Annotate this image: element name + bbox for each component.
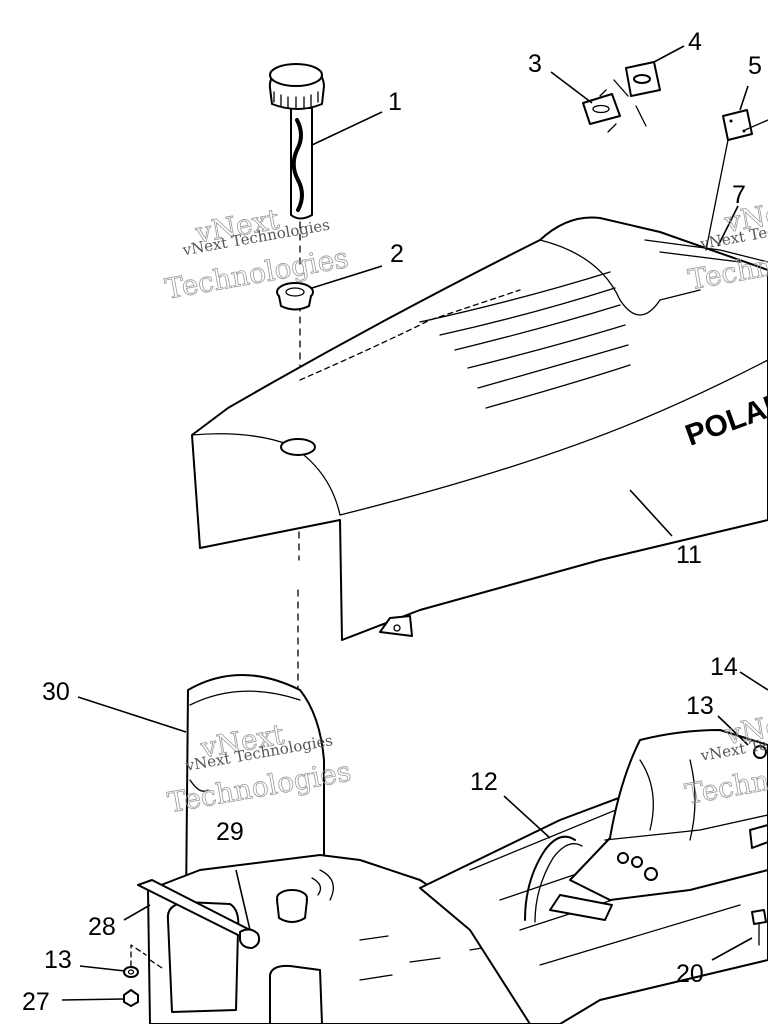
watermark-right-top: vNext vNext Technologies Technologies bbox=[685, 192, 768, 297]
washer-13 bbox=[123, 966, 139, 978]
decal-plate-3 bbox=[582, 93, 621, 125]
callout-12: 12 bbox=[470, 768, 498, 796]
callout-30: 30 bbox=[42, 678, 70, 706]
leader-lines bbox=[61, 45, 768, 1001]
callout-4: 4 bbox=[688, 28, 702, 56]
callout-20: 20 bbox=[676, 960, 704, 988]
grommet bbox=[276, 282, 314, 311]
callout-13-lower: 13 bbox=[44, 946, 72, 974]
callout-13-upper: 13 bbox=[686, 692, 714, 720]
screw-20 bbox=[751, 909, 767, 946]
callout-27: 27 bbox=[22, 988, 50, 1016]
chassis-tunnel bbox=[419, 729, 768, 1024]
watermark-left-top: vNext vNext Technologies Technologies bbox=[162, 202, 351, 306]
decal-plate-5 bbox=[722, 109, 753, 141]
callout-11: 11 bbox=[676, 541, 702, 569]
nut-27 bbox=[123, 989, 139, 1007]
callout-2: 2 bbox=[390, 240, 404, 268]
callout-14: 14 bbox=[710, 653, 738, 681]
decal-plate-4 bbox=[625, 61, 661, 97]
callout-7: 7 bbox=[732, 181, 746, 209]
callout-5: 5 bbox=[748, 52, 762, 80]
callout-28: 28 bbox=[88, 913, 116, 941]
fuel-cap-gauge bbox=[268, 63, 325, 220]
callout-1: 1 bbox=[388, 88, 402, 116]
fuel-tank bbox=[137, 854, 561, 1024]
callout-3: 3 bbox=[528, 50, 542, 78]
callout-numbers: 1 2 3 4 5 7 11 12 13 14 20 13 27 28 29 3… bbox=[22, 28, 762, 1016]
callout-29: 29 bbox=[216, 818, 244, 846]
seat: POLAR bbox=[191, 216, 768, 641]
